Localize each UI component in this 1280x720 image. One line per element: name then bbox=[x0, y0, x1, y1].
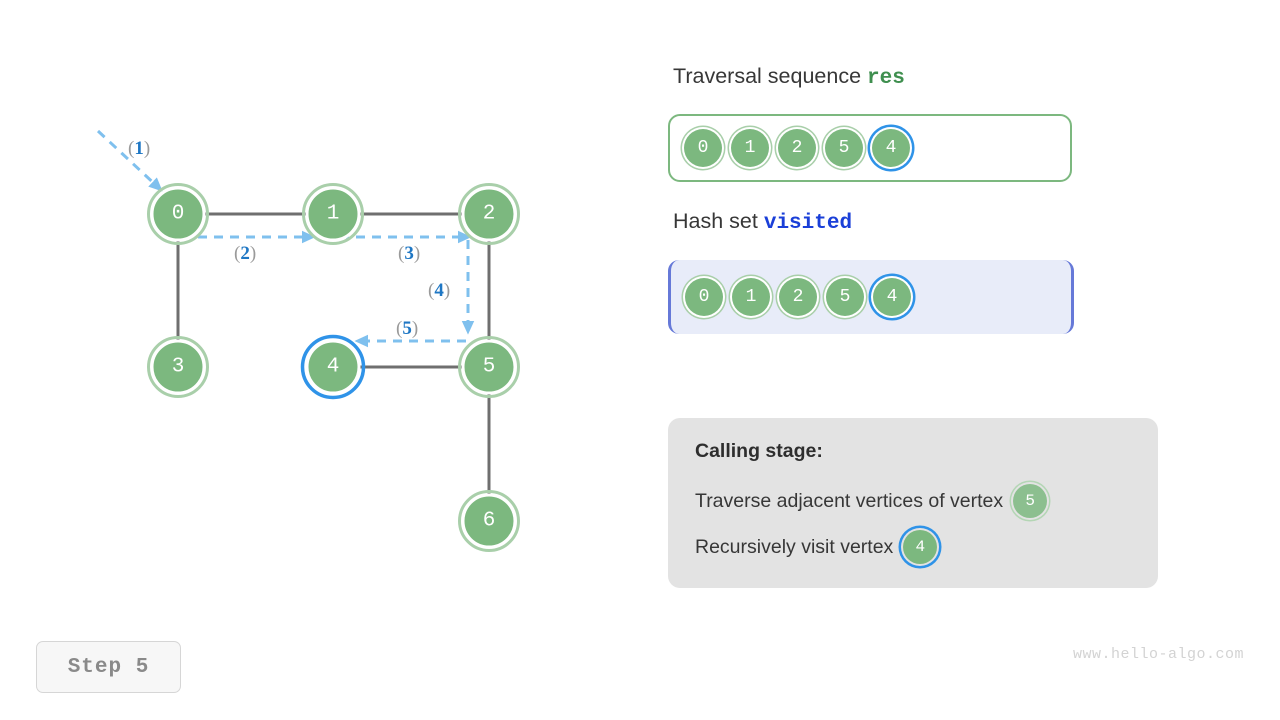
res-item-1-label: 1 bbox=[744, 138, 756, 158]
res-item-0-label: 0 bbox=[697, 138, 709, 158]
graph-vertex-5-label: 5 bbox=[483, 356, 496, 379]
res-item-2[interactable]: 2 bbox=[778, 129, 816, 167]
step-annotation-1-number: 1 bbox=[134, 138, 144, 159]
traversal-arrows bbox=[96, 129, 475, 348]
res-item-1[interactable]: 1 bbox=[731, 129, 769, 167]
visited-item-3-label: 5 bbox=[839, 287, 851, 307]
res-item-4-label: 4 bbox=[885, 138, 897, 158]
step-badge: Step 5 bbox=[36, 641, 181, 693]
step-annotation-4: (4) bbox=[428, 280, 451, 301]
calling-stage-line-2-text: Recursively visit vertex bbox=[695, 535, 894, 558]
calling-stage-line-1: Traverse adjacent vertices of vertex 5 bbox=[695, 484, 1132, 518]
graph-vertices: 0 1 2 3 4 bbox=[147, 183, 520, 552]
graph-vertex-4-label: 4 bbox=[327, 356, 340, 379]
graph-vertex-1[interactable]: 1 bbox=[302, 183, 364, 245]
traversal-sequence-title-text: Traversal sequence bbox=[673, 64, 862, 88]
res-item-4[interactable]: 4 bbox=[872, 129, 910, 167]
traversal-sequence-items: 0 1 2 5 4 bbox=[684, 116, 910, 180]
visited-item-0-label: 0 bbox=[698, 287, 710, 307]
graph-vertex-6-label: 6 bbox=[483, 510, 496, 533]
calling-stage-line-2-vertex[interactable]: 4 bbox=[903, 530, 938, 564]
visited-set-items: 0 1 2 5 4 bbox=[685, 260, 911, 334]
graph-vertex-4[interactable]: 4 bbox=[300, 334, 366, 400]
graph-vertex-6[interactable]: 6 bbox=[458, 490, 520, 552]
visited-set-box: 0 1 2 5 4 bbox=[668, 260, 1074, 334]
visited-item-0[interactable]: 0 bbox=[685, 278, 723, 316]
graph-vertex-0[interactable]: 0 bbox=[147, 183, 209, 245]
step-annotation-1: (1) bbox=[128, 138, 151, 159]
calling-stage-line-1-vertex[interactable]: 5 bbox=[1013, 484, 1048, 518]
step-annotation-3: (3) bbox=[398, 243, 421, 264]
visited-item-4-label: 4 bbox=[886, 287, 898, 307]
visited-item-1-label: 1 bbox=[745, 287, 757, 307]
graph-vertex-3-label: 3 bbox=[172, 356, 185, 379]
graph-vertex-2-label: 2 bbox=[483, 203, 496, 226]
graph-canvas: 0 1 2 3 4 bbox=[96, 129, 520, 552]
calling-stage-heading: Calling stage: bbox=[695, 440, 823, 462]
visited-set-variable: visited bbox=[763, 212, 853, 235]
calling-stage-line-2-vertex-label: 4 bbox=[915, 538, 926, 556]
graph-vertex-0-label: 0 bbox=[172, 203, 185, 226]
graph-vertex-5[interactable]: 5 bbox=[458, 336, 520, 398]
graph-vertex-1-label: 1 bbox=[327, 203, 340, 226]
visited-item-2-label: 2 bbox=[792, 287, 804, 307]
visited-item-1[interactable]: 1 bbox=[732, 278, 770, 316]
visited-item-2[interactable]: 2 bbox=[779, 278, 817, 316]
calling-stage-line-2: Recursively visit vertex 4 bbox=[695, 530, 1132, 564]
step-annotation-4-number: 4 bbox=[434, 280, 444, 301]
calling-stage-line-1-text: Traverse adjacent vertices of vertex bbox=[695, 489, 1004, 512]
visited-set-title: Hash set visited bbox=[673, 209, 852, 235]
graph-vertex-3[interactable]: 3 bbox=[147, 336, 209, 398]
step-annotation-3-number: 3 bbox=[404, 243, 414, 264]
visited-item-3[interactable]: 5 bbox=[826, 278, 864, 316]
step-annotation-2: (2) bbox=[234, 243, 257, 264]
res-item-0[interactable]: 0 bbox=[684, 129, 722, 167]
step-annotation-2-number: 2 bbox=[240, 243, 250, 264]
calling-stage-card: Calling stage: Traverse adjacent vertice… bbox=[668, 418, 1158, 588]
res-item-3-label: 5 bbox=[838, 138, 850, 158]
visited-item-4[interactable]: 4 bbox=[873, 278, 911, 316]
step-annotation-5: (5) bbox=[396, 318, 419, 339]
watermark: www.hello-algo.com bbox=[1072, 646, 1244, 663]
graph-panel: 0 1 2 3 4 bbox=[96, 129, 520, 552]
visited-set-title-text: Hash set bbox=[673, 209, 758, 233]
graph-vertex-2[interactable]: 2 bbox=[458, 183, 520, 245]
traversal-sequence-variable: res bbox=[867, 67, 905, 90]
traversal-sequence-title: Traversal sequence res bbox=[673, 64, 905, 90]
res-item-2-label: 2 bbox=[791, 138, 803, 158]
calling-stage-line-1-vertex-label: 5 bbox=[1025, 492, 1035, 510]
step-annotation-5-number: 5 bbox=[402, 318, 412, 339]
right-panel: Traversal sequence res 0 1 2 5 4 Hash se… bbox=[668, 0, 1280, 720]
res-item-3[interactable]: 5 bbox=[825, 129, 863, 167]
arrow-step-1 bbox=[96, 129, 163, 192]
traversal-sequence-box: 0 1 2 5 4 bbox=[668, 114, 1072, 182]
